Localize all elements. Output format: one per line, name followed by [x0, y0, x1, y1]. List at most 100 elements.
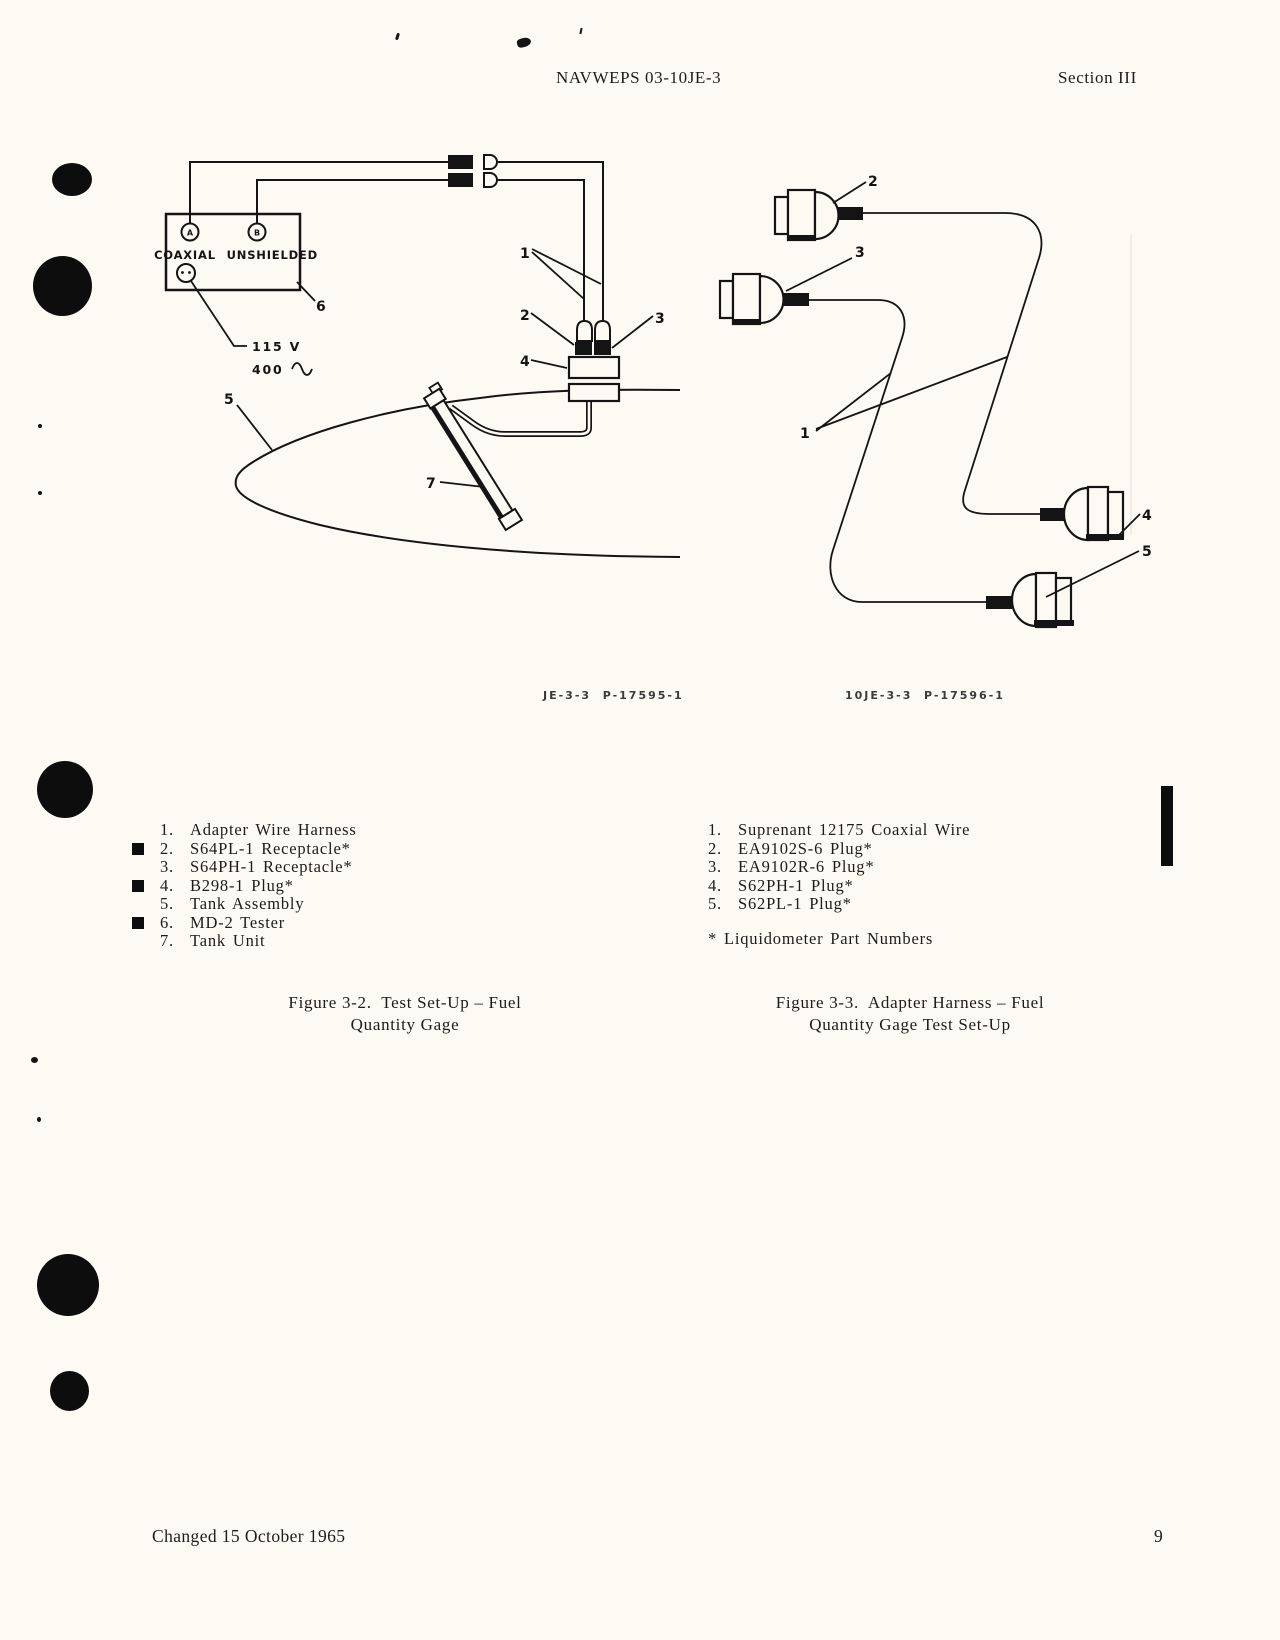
leader-line — [531, 248, 602, 285]
terminal-b-label: B — [254, 229, 260, 238]
parts-list-item: 1. Suprenant 12175 Coaxial Wire — [686, 820, 1106, 840]
callout-5: 5 — [224, 392, 234, 408]
figure-3-3-refcode: 10JE-3-3 P-17596-1 — [845, 689, 1005, 702]
part-number: 2. — [160, 838, 174, 858]
change-date: Changed 15 October 1965 — [152, 1526, 346, 1546]
ac-sine-icon — [291, 362, 313, 376]
part-name: Adapter Wire Harness — [190, 820, 357, 839]
callout-2: 2 — [868, 174, 878, 190]
part-number: 4. — [708, 875, 722, 895]
punch-hole — [37, 1254, 99, 1316]
part-name: Tank Unit — [190, 931, 266, 950]
receptacle-body — [594, 342, 611, 355]
terminal-b — [247, 222, 267, 242]
part-number: 5. — [160, 894, 174, 913]
leader-line — [1045, 550, 1140, 598]
leader-line — [530, 312, 575, 346]
page-number: 9 — [1154, 1526, 1164, 1546]
part-name: EA9102S-6 Plug* — [738, 838, 873, 858]
terminal-a-label: A — [187, 229, 194, 238]
part-number: 1. — [160, 820, 174, 839]
paper-crease — [1130, 235, 1132, 535]
scan-smudge — [38, 424, 42, 428]
frequency-label: 400 — [252, 362, 284, 377]
d-plug — [483, 172, 498, 188]
punch-hole — [37, 761, 93, 818]
scan-smudge — [37, 1117, 41, 1122]
part-number: 4. — [160, 875, 174, 895]
leader-line — [785, 257, 853, 292]
figure-3-2-caption: Figure 3-2. Test Set-Up – Fuel Quantity … — [235, 992, 575, 1036]
part-number: 6. — [160, 912, 174, 932]
parts-list-item: 1. Adapter Wire Harness — [130, 820, 560, 840]
plug-body — [567, 355, 621, 380]
scan-smudge — [579, 27, 583, 35]
wire-a-right — [498, 161, 604, 325]
callout-6: 6 — [316, 299, 326, 315]
figure-3-3-diagram: 2 3 1 4 5 — [718, 174, 1152, 629]
change-marker — [132, 842, 144, 855]
wire-a — [189, 161, 448, 224]
liquidometer-footnote: * Liquidometer Part Numbers — [708, 929, 934, 948]
leader-line — [236, 404, 273, 451]
change-marker — [132, 916, 144, 929]
punch-hole — [50, 1371, 89, 1411]
leader-line — [815, 372, 892, 432]
scan-smudge — [31, 1057, 38, 1063]
part-name: S62PH-1 Plug* — [738, 875, 854, 895]
tank-assembly-outline — [234, 388, 681, 558]
inline-connector — [448, 173, 473, 187]
change-marker — [132, 879, 144, 892]
parts-list-item: 4. S62PH-1 Plug* — [686, 875, 1106, 896]
parts-list-item: 5. S62PL-1 Plug* — [686, 894, 1106, 914]
plug-ea9102r6 — [718, 272, 809, 326]
md2-tester-box: A B COAXIAL UNSHIELDED — [154, 212, 318, 292]
outlet-pin — [188, 271, 191, 274]
power-outlet — [176, 263, 196, 283]
scan-smudge — [516, 36, 532, 49]
parts-list-item: 6. MD-2 Tester — [130, 912, 560, 933]
part-name: MD-2 Tester — [190, 912, 286, 932]
caption-line: Quantity Gage Test Set-Up — [809, 1015, 1011, 1034]
part-number: 2. — [708, 838, 722, 858]
part-name: Tank Assembly — [190, 894, 305, 913]
parts-list-item: 3. EA9102R-6 Plug* — [686, 857, 1106, 877]
receptacle-dome — [576, 319, 593, 342]
parts-list-item: 2. S64PL-1 Receptacle* — [130, 838, 560, 859]
leader-line — [611, 315, 654, 349]
inline-connector — [448, 155, 473, 169]
part-number: 1. — [708, 820, 722, 839]
doc-number: NAVWEPS 03-10JE-3 — [556, 68, 722, 87]
tank-pipe — [449, 401, 592, 437]
leader-line — [439, 481, 485, 488]
change-bar — [1161, 786, 1173, 866]
callout-7: 7 — [426, 476, 436, 492]
callout-3: 3 — [855, 245, 865, 261]
part-name: Suprenant 12175 Coaxial Wire — [738, 820, 971, 839]
callout-5: 5 — [1142, 544, 1152, 560]
figure-3-3-caption: Figure 3-3. Adapter Harness – Fuel Quant… — [740, 992, 1080, 1036]
tank-adapter — [567, 382, 621, 403]
callout-3: 3 — [655, 311, 665, 327]
figure-3-2-refcode: JE-3-3 P-17595-1 — [543, 689, 684, 702]
coaxial-wire-upper — [863, 212, 1043, 515]
callout-2: 2 — [520, 308, 530, 324]
callout-1: 1 — [800, 426, 810, 442]
outlet-pin — [181, 271, 184, 274]
plug-s62ph1 — [1040, 485, 1125, 542]
plug-s62pl1 — [986, 571, 1074, 629]
terminal-a — [180, 222, 200, 242]
part-number: 7. — [160, 931, 174, 950]
voltage-label: 115 V — [252, 339, 301, 354]
part-name: S62PL-1 Plug* — [738, 894, 852, 913]
plug-ea9102s6 — [773, 188, 863, 242]
leader-line — [296, 281, 316, 302]
power-leader — [190, 280, 247, 347]
d-plug — [483, 154, 498, 170]
punch-hole — [52, 163, 92, 196]
part-name: B298-1 Plug* — [190, 875, 294, 895]
parts-list-item: 4. B298-1 Plug* — [130, 875, 560, 896]
tester-label: COAXIAL UNSHIELDED — [154, 248, 318, 262]
section-title: Section III — [1058, 68, 1137, 87]
